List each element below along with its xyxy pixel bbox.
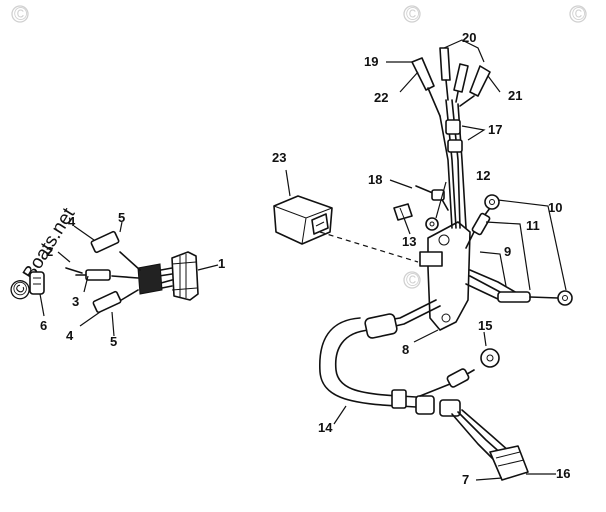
callout-15: 15 (478, 318, 492, 333)
watermark-symbol: © (406, 270, 419, 290)
callout-19: 19 (364, 54, 378, 69)
callout-labels: 1 2 3 4 4 5 5 6 7 8 9 10 11 12 13 14 15 … (40, 30, 570, 487)
watermark-symbol: © (572, 4, 585, 24)
relay-23 (273, 169, 419, 263)
terminal-19 (411, 57, 435, 91)
ring-terminal-15 (480, 348, 500, 368)
callout-3: 3 (72, 294, 79, 309)
callout-8: 8 (402, 342, 409, 357)
callout-16: 16 (556, 466, 570, 481)
watermark-top: © © © © (11, 4, 587, 290)
terminal-20a (439, 47, 451, 81)
callout-17: 17 (488, 122, 502, 137)
callout-6: 6 (40, 318, 47, 333)
harness-bracket (427, 221, 471, 331)
callout-13: 13 (402, 234, 416, 249)
washer-12 (425, 217, 439, 231)
callout-22: 22 (374, 90, 388, 105)
callout-21: 21 (508, 88, 522, 103)
callout-20: 20 (462, 30, 476, 45)
sleeve-lower (447, 139, 463, 153)
bracket-block (419, 251, 443, 267)
watermark-symbol: © (406, 4, 419, 24)
terminal-20b (453, 63, 469, 93)
callout-leaders (333, 39, 567, 481)
callout-9: 9 (504, 244, 511, 259)
main-cable-inner (334, 329, 433, 399)
callout-7: 7 (462, 472, 469, 487)
ring-terminal-lower (557, 290, 573, 306)
main-cable-outer (319, 317, 433, 409)
relay-mount-line (319, 231, 419, 263)
callout-11: 11 (526, 218, 540, 233)
callout-4-upper: 4 (68, 214, 76, 229)
sleeve-upper (445, 119, 461, 135)
ring-terminal-upper (484, 194, 500, 210)
clip-6 (29, 271, 45, 295)
callout-5-lower: 5 (110, 334, 117, 349)
callout-23: 23 (272, 150, 286, 165)
screw-13 (393, 203, 413, 221)
callout-18: 18 (368, 172, 382, 187)
terminal-upper (90, 230, 120, 254)
lower-sleeve (497, 291, 531, 303)
watermark-symbol: © (14, 4, 27, 24)
callout-5-upper: 5 (118, 210, 125, 225)
callout-2: 2 (46, 244, 53, 259)
callout-14: 14 (318, 420, 333, 435)
main-wire-harness (319, 47, 573, 481)
terminal-21 (469, 65, 491, 97)
callout-10: 10 (548, 200, 562, 215)
callout-4-lower: 4 (66, 328, 74, 343)
connector-body (171, 251, 199, 301)
terminal-middle (85, 269, 111, 281)
terminal-lower (92, 290, 122, 314)
left-connector-assembly (29, 221, 219, 337)
callout-1: 1 (218, 256, 225, 271)
callout-12: 12 (476, 168, 490, 183)
